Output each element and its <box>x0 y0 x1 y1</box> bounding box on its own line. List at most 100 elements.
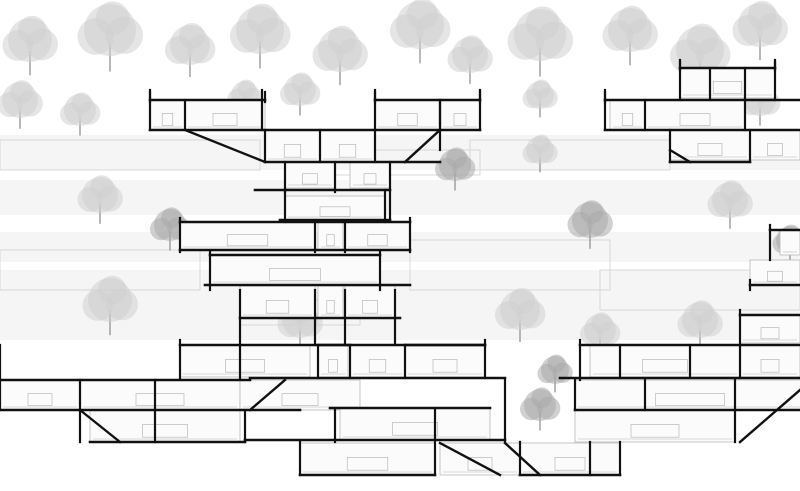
room <box>344 221 411 251</box>
tree <box>567 200 613 249</box>
room <box>317 285 344 319</box>
tree <box>312 25 368 86</box>
room-fill <box>439 442 521 476</box>
room <box>284 195 386 221</box>
room <box>779 229 800 256</box>
tree <box>165 23 216 77</box>
furniture <box>362 300 378 314</box>
room-fill <box>749 129 800 161</box>
furniture <box>679 113 711 126</box>
furniture <box>346 457 389 471</box>
furniture <box>328 359 338 373</box>
background-building-outline <box>0 139 261 171</box>
ramp <box>248 378 287 412</box>
tree <box>707 180 753 229</box>
room <box>739 344 800 378</box>
room <box>749 259 800 286</box>
furniture <box>397 113 418 126</box>
tree-canopy <box>686 23 719 55</box>
tree-canopy <box>95 1 130 36</box>
room <box>644 99 746 131</box>
tree <box>677 300 723 349</box>
furniture <box>432 359 458 373</box>
tree-canopy <box>327 25 357 55</box>
room-fill <box>739 314 800 344</box>
tree <box>59 92 101 136</box>
room <box>79 379 241 411</box>
background-terrain-layer <box>0 135 800 340</box>
room <box>339 407 491 441</box>
vegetation-layer <box>0 0 800 431</box>
tree <box>670 23 731 89</box>
furniture <box>27 393 53 406</box>
tree <box>77 1 144 72</box>
tree <box>82 275 138 336</box>
tree <box>520 387 561 431</box>
room <box>0 379 81 411</box>
room-interiors-layer <box>0 67 800 476</box>
tree-canopy <box>460 35 484 59</box>
room-fill <box>439 99 481 131</box>
tree-canopy <box>97 275 127 305</box>
tree-canopy <box>446 147 467 169</box>
tree <box>150 207 191 251</box>
room <box>317 344 349 378</box>
tree-canopy <box>71 92 92 114</box>
tree <box>280 72 321 116</box>
tree <box>435 147 476 191</box>
room <box>439 99 481 131</box>
room <box>179 221 316 251</box>
room <box>149 99 186 131</box>
room-fill <box>339 407 491 441</box>
furniture <box>212 113 238 126</box>
furniture <box>226 234 269 247</box>
furniture <box>269 268 321 281</box>
tree-canopy <box>509 288 535 314</box>
tree-canopy <box>532 134 551 153</box>
tree-canopy <box>246 3 278 35</box>
tree <box>522 79 558 118</box>
room <box>299 442 436 476</box>
furniture <box>368 359 387 373</box>
room <box>404 344 486 378</box>
room <box>179 344 311 378</box>
room <box>739 314 800 344</box>
room <box>374 99 441 131</box>
tree-canopy <box>17 15 47 45</box>
furniture <box>135 393 185 406</box>
furniture <box>319 206 351 217</box>
tree <box>77 175 123 224</box>
tree-canopy <box>90 175 114 199</box>
room <box>679 67 776 99</box>
tree-canopy <box>531 387 552 409</box>
tree-canopy <box>591 312 612 334</box>
room <box>749 129 800 161</box>
room <box>317 221 344 251</box>
room <box>239 379 361 411</box>
tree-canopy <box>406 0 438 30</box>
furniture <box>642 359 688 373</box>
room <box>209 254 381 286</box>
room <box>344 285 396 319</box>
room <box>319 129 376 163</box>
furniture <box>760 327 780 340</box>
structure-layer <box>0 58 800 477</box>
room-fill <box>264 129 321 163</box>
tree <box>230 3 291 69</box>
ramp <box>438 441 502 477</box>
room <box>184 99 266 131</box>
furniture <box>712 81 743 94</box>
furniture <box>326 300 335 314</box>
furniture <box>453 113 467 126</box>
tree-canopy <box>617 5 647 35</box>
room <box>239 285 316 319</box>
room-fill <box>779 229 800 256</box>
furniture <box>161 113 174 126</box>
tree <box>732 0 788 61</box>
tree-canopy <box>690 300 714 324</box>
ramp <box>403 128 442 164</box>
terrace-band <box>0 180 800 215</box>
furniture <box>760 359 780 373</box>
tree <box>580 312 621 356</box>
